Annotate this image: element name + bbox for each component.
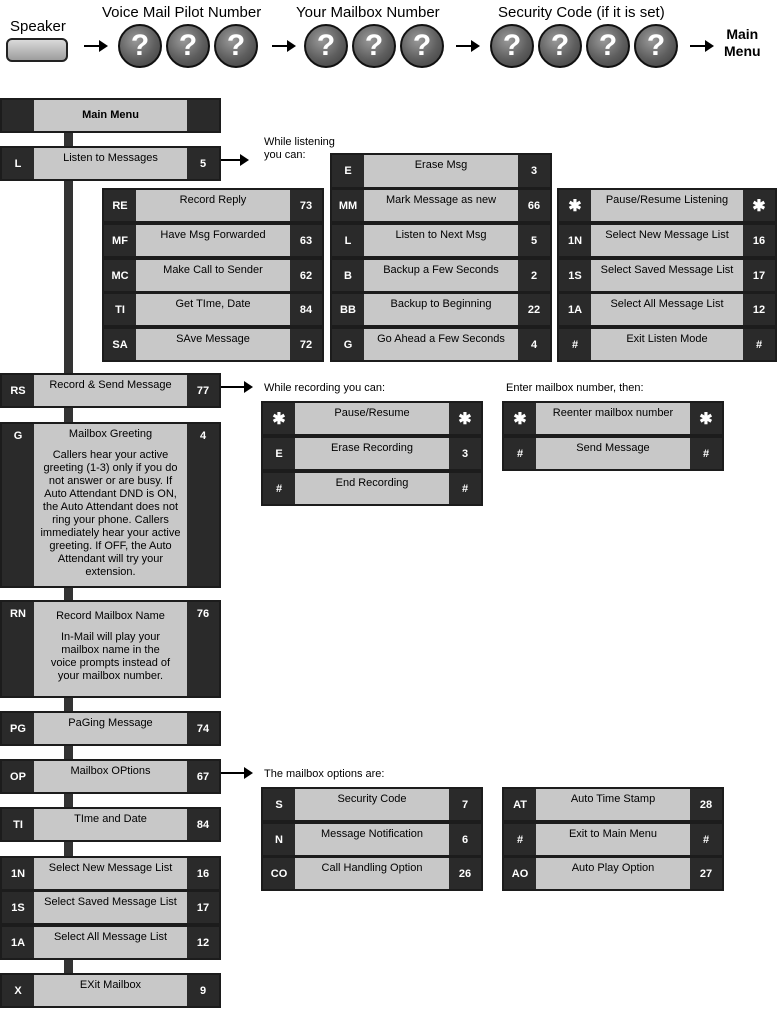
speaker-button[interactable] <box>6 38 68 62</box>
arrow-icon <box>272 40 296 52</box>
note-options: The mailbox options are: <box>264 768 385 780</box>
list-item[interactable]: #End Recording# <box>261 471 483 506</box>
arrow-icon <box>456 40 480 52</box>
note-recording: While recording you can: <box>264 382 386 394</box>
question-button[interactable]: ? <box>490 24 534 68</box>
question-button[interactable]: ? <box>538 24 582 68</box>
menu-item-listen[interactable]: L Listen to Messages 5 <box>0 146 221 181</box>
question-button[interactable]: ? <box>400 24 444 68</box>
question-button[interactable]: ? <box>586 24 630 68</box>
item-code: L <box>2 148 34 179</box>
list-item[interactable]: ✱Pause/Resume Listening✱ <box>557 188 777 223</box>
speaker-label: Speaker <box>10 18 66 35</box>
list-item[interactable]: #Exit Listen Mode# <box>557 327 777 362</box>
question-button[interactable]: ? <box>634 24 678 68</box>
main-menu-title: Main Menu <box>0 98 221 133</box>
question-button[interactable]: ? <box>118 24 162 68</box>
note-listening: While listening you can: <box>264 136 335 161</box>
arrow-icon <box>690 40 714 52</box>
question-button[interactable]: ? <box>214 24 258 68</box>
item-label: Record Mailbox Name <box>56 610 165 622</box>
question-button[interactable]: ? <box>304 24 348 68</box>
item-label: Listen to Messages <box>34 148 187 179</box>
security-code-label: Security Code (if it is set) <box>498 4 665 21</box>
item-description: Callers hear your active greeting (1-3) … <box>40 449 181 578</box>
arrow-icon <box>221 381 253 393</box>
list-item[interactable]: #Send Message# <box>502 436 724 471</box>
question-button[interactable]: ? <box>166 24 210 68</box>
main-menu-label: Main Menu <box>724 26 761 59</box>
arrow-icon <box>84 40 108 52</box>
mailbox-number-label: Your Mailbox Number <box>296 4 440 21</box>
item-description: In-Mail will play your mailbox name in t… <box>50 631 171 682</box>
arrow-icon <box>221 154 249 166</box>
item-number: 5 <box>187 148 219 179</box>
question-button[interactable]: ? <box>352 24 396 68</box>
list-item[interactable]: ✱Reenter mailbox number✱ <box>502 401 724 436</box>
note-enter-mailbox: Enter mailbox number, then: <box>506 382 644 394</box>
item-label: Mailbox Greeting <box>68 428 153 440</box>
list-item[interactable]: ✱Pause/Resume✱ <box>261 401 483 436</box>
list-item[interactable]: #Exit to Main Menu# <box>502 822 724 857</box>
arrow-icon <box>221 767 253 779</box>
pilot-number-label: Voice Mail Pilot Number <box>102 4 262 21</box>
